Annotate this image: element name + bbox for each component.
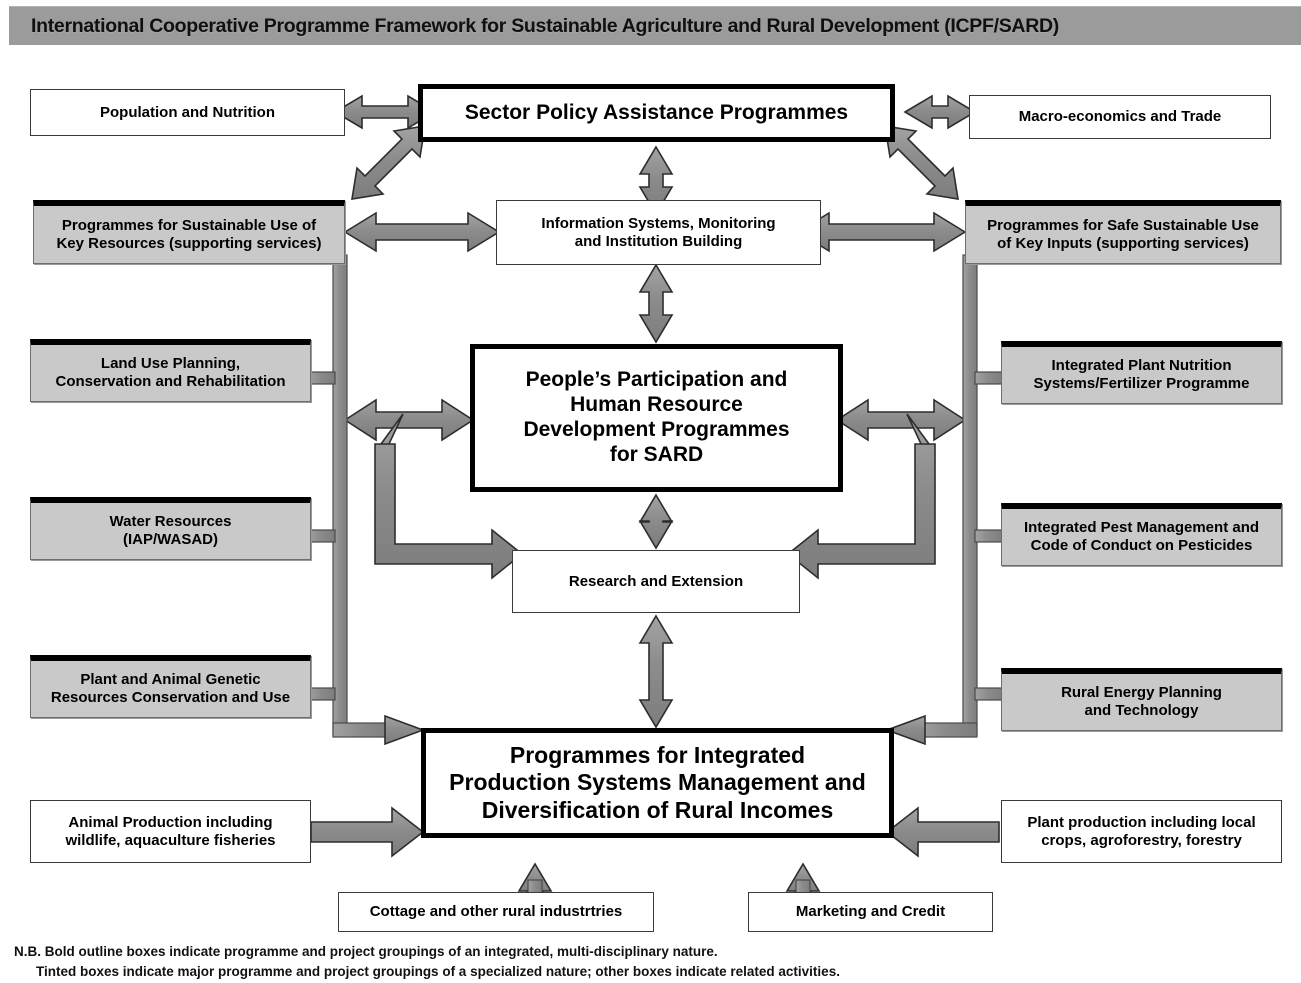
right-stub-rural-energy	[974, 687, 1004, 701]
box-label: Sector Policy Assistance Programmes	[464, 100, 849, 124]
box-population-and-nutrition[interactable]: Population and Nutrition	[30, 89, 345, 136]
box-label: Population and Nutrition	[100, 103, 275, 121]
left-stub-genetic	[306, 687, 336, 701]
box-land-use-planning[interactable]: Land Use Planning, Conservation and Reha…	[30, 339, 311, 402]
left-spine-elbow	[332, 722, 394, 738]
left-stub-water	[306, 529, 336, 543]
page-title: International Cooperative Programme Fram…	[31, 14, 1059, 37]
arrow-leftbus-to-people	[343, 398, 475, 442]
left-spine	[332, 254, 348, 736]
box-label-line1: Land Use Planning,	[100, 355, 241, 373]
box-label-line2: Systems/Fertilizer Programme	[1033, 375, 1250, 392]
box-label-line1: Integrated Plant Nutrition	[1051, 357, 1232, 375]
box-label-line2: (IAP/WASAD)	[123, 531, 218, 548]
legend-note: N.B. Bold outline boxes indicate program…	[14, 942, 1274, 981]
right-spine	[962, 254, 978, 736]
box-label-line2: wildlife, aquaculture fisheries	[65, 831, 276, 849]
arrow-information-to-inputs	[796, 211, 967, 253]
box-label: Marketing and Credit	[795, 903, 946, 921]
box-label-line1: Animal Production including	[68, 813, 273, 831]
box-label-line1: Plant production including local	[1027, 813, 1256, 831]
box-label: Macro-economics and Trade	[1018, 108, 1222, 126]
box-programmes-integrated-production[interactable]: Programmes for Integrated Production Sys…	[421, 728, 894, 838]
box-label-line1: Programmes for Integrated	[509, 742, 806, 769]
legend-line-2: Tinted boxes indicate major programme an…	[36, 963, 840, 979]
left-spine-arrowhead	[384, 714, 426, 746]
box-peoples-participation-hrd[interactable]: People’s Participation and Human Resourc…	[470, 344, 843, 492]
box-label: Cottage and other rural industrtries	[369, 903, 623, 921]
right-spine-arrowhead	[884, 714, 926, 746]
box-label-line1: Programmes for Sustainable Use of	[61, 216, 317, 234]
box-plant-and-animal-genetic-resources[interactable]: Plant and Animal Genetic Resources Conse…	[30, 655, 311, 718]
box-label-line2: Resources Conservation and Use	[50, 689, 291, 706]
box-label-line2: Human Resource	[570, 393, 743, 417]
diagram-title-bar: International Cooperative Programme Fram…	[9, 6, 1301, 45]
box-label-line1: Plant and Animal Genetic	[80, 671, 261, 689]
box-label-line2: of Key Inputs (supporting services)	[997, 234, 1249, 252]
arrow-resources-to-information	[343, 211, 501, 253]
box-label-line2: Code of Conduct on Pesticides	[1030, 537, 1253, 554]
arrow-sector-to-macro	[903, 94, 977, 130]
box-rural-energy-planning[interactable]: Rural Energy Planning and Technology	[1001, 668, 1282, 731]
box-label-line1: Rural Energy Planning	[1061, 684, 1222, 702]
box-label-line2: Conservation and Rehabilitation	[55, 373, 286, 390]
box-label-line2: Key Resources (supporting services)	[56, 234, 322, 252]
box-information-systems-monitoring[interactable]: Information Systems, Monitoring and Inst…	[496, 200, 821, 265]
arrow-plant-production-to-production	[885, 806, 1000, 858]
box-label-line3: Development Programmes	[523, 418, 790, 441]
box-label-line2: and Technology	[1084, 702, 1199, 719]
box-label-line1: Integrated Pest Management and	[1023, 519, 1260, 537]
box-label-line1: Water Resources	[109, 513, 232, 531]
box-macro-economics-and-trade[interactable]: Macro-economics and Trade	[969, 95, 1271, 139]
box-programmes-sustainable-key-resources[interactable]: Programmes for Sustainable Use of Key Re…	[33, 200, 345, 264]
box-programmes-safe-sustainable-key-inputs[interactable]: Programmes for Safe Sustainable Use of K…	[965, 200, 1281, 264]
right-stub-pest	[974, 529, 1004, 543]
arrow-sector-to-sustainable-resources	[351, 125, 426, 200]
box-water-resources[interactable]: Water Resources (IAP/WASAD)	[30, 497, 311, 560]
arrow-research-to-production	[638, 614, 674, 729]
right-stub-plant-nutrition	[974, 371, 1004, 385]
arrow-information-to-people	[638, 263, 674, 344]
box-sector-policy-assistance-programmes[interactable]: Sector Policy Assistance Programmes	[418, 84, 895, 142]
box-animal-production[interactable]: Animal Production including wildlife, aq…	[30, 800, 311, 863]
box-label-line2: and Institution Building	[574, 232, 743, 250]
box-label-line2: Production Systems Management and	[449, 769, 866, 796]
box-research-and-extension[interactable]: Research and Extension	[512, 550, 800, 613]
arrow-sector-to-safe-inputs	[884, 125, 959, 200]
box-marketing-and-credit[interactable]: Marketing and Credit	[748, 892, 993, 932]
box-label-line2: crops, agroforestry, forestry	[1041, 831, 1242, 849]
legend-line-1: N.B. Bold outline boxes indicate program…	[14, 944, 718, 959]
box-label-line3: Diversification of Rural Incomes	[481, 796, 834, 823]
box-integrated-pest-management[interactable]: Integrated Pest Management and Code of C…	[1001, 503, 1282, 566]
box-label-line4: for SARD	[609, 442, 704, 466]
arrow-people-to-research	[638, 493, 674, 550]
box-label: Research and Extension	[568, 572, 744, 590]
arrow-rightbus-to-people	[835, 398, 967, 442]
left-stub-land-use	[306, 371, 336, 385]
box-integrated-plant-nutrition[interactable]: Integrated Plant Nutrition Systems/Ferti…	[1001, 341, 1282, 404]
box-cottage-and-other-rural-industries[interactable]: Cottage and other rural industrtries	[338, 892, 654, 932]
box-plant-production[interactable]: Plant production including local crops, …	[1001, 800, 1282, 863]
right-spine-elbow	[916, 722, 978, 738]
box-label-line1: Information Systems, Monitoring	[541, 214, 776, 232]
box-label-line1: Programmes for Safe Sustainable Use	[987, 216, 1259, 234]
box-label-line1: People’s Participation and	[525, 368, 788, 392]
arrow-animal-production-to-production	[310, 806, 425, 858]
